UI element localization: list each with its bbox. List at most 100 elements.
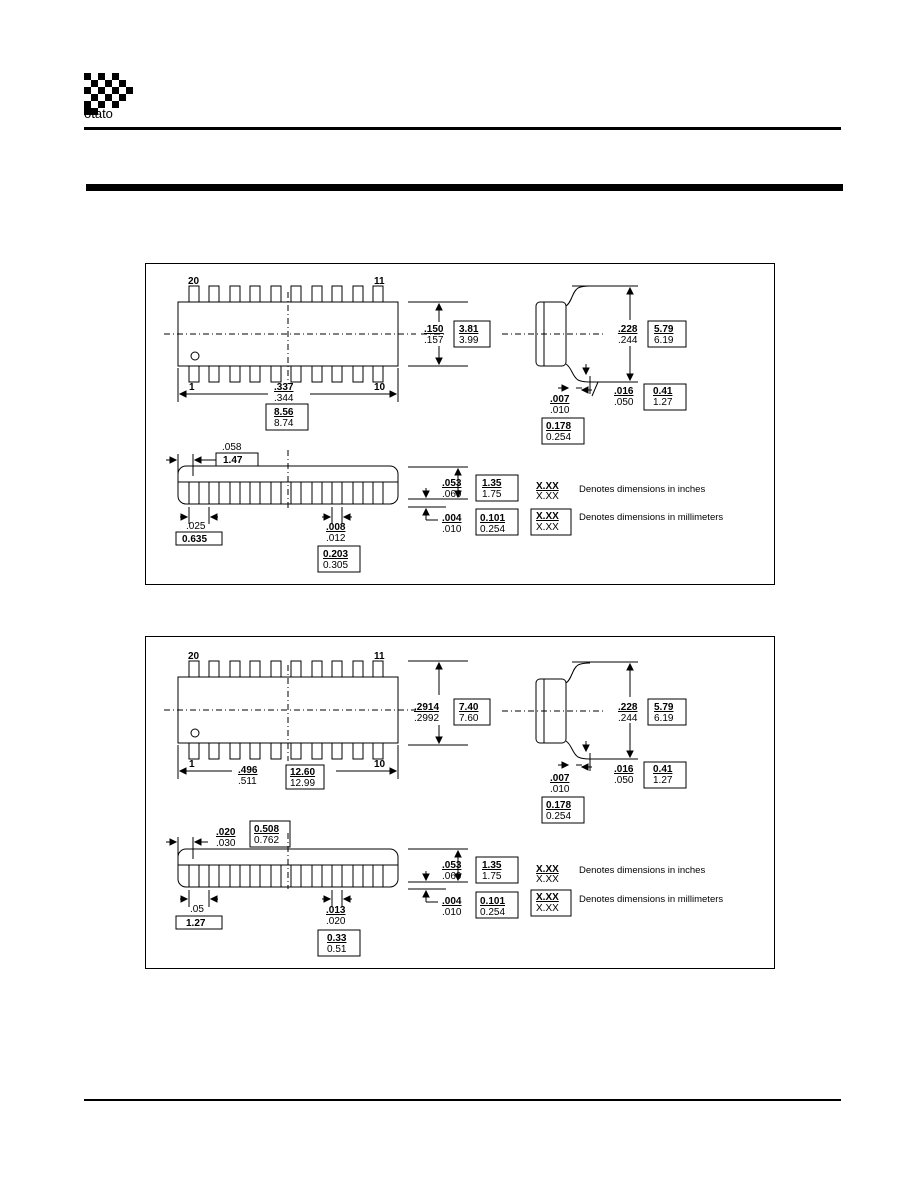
end-mm-min: 0.508 [254,824,279,835]
side-height-in-min: .228 [618,324,638,335]
lead-w-in-max: .012 [326,533,346,544]
pin-11-label: 11 [374,651,385,662]
length-in-max: .344 [274,393,294,404]
legend-inch-bottom: X.XX [536,874,559,885]
front-height-mm-min: 1.35 [482,478,502,489]
lead-thk-mm-min: 0.178 [546,800,571,811]
pin-10-label: 10 [374,382,386,393]
pin-1-label: 1 [189,382,195,393]
lead-w-in-min: .008 [326,522,346,533]
front-height-mm-max: 1.75 [482,489,502,500]
length-in-min: .496 [238,765,258,776]
lead-thk-in-min: .007 [550,773,570,784]
length-mm-min: 8.56 [274,407,294,418]
width-mm-max: 3.99 [459,335,479,346]
lead-w-in-max: .020 [326,916,346,927]
section-rule [86,184,843,191]
package-drawing-2: 20 11 1 10 .496 .511 12.60 12.99 .2914 .… [145,636,775,969]
pitch-mm: 0.635 [182,534,207,545]
legend-mm-text: Denotes dimensions in millimeters [579,894,723,905]
footer-rule [84,1099,841,1101]
lead-w-mm-max: 0.305 [323,560,348,571]
side-height-in-max: .244 [618,335,638,346]
package-1-svg: 20 11 1 10 .337 .344 8.56 8.74 .150 .157… [164,276,723,573]
legend-mm-bottom: X.XX [536,903,559,914]
lead-thk-mm-min: 0.178 [546,421,571,432]
checker-p-logo-icon [84,73,133,115]
side-height-mm-max: 6.19 [654,713,674,724]
side-height-in-max: .244 [618,713,638,724]
lead-len-in-min: .016 [614,386,634,397]
width-mm-min: 7.40 [459,702,479,713]
package-drawing-1: 20 11 1 10 .337 .344 8.56 8.74 .150 .157… [145,263,775,585]
end-in-min: .020 [216,827,236,838]
pin-11-label: 11 [374,276,385,287]
end-mm-max: 0.762 [254,835,279,846]
pin-20-label: 20 [188,651,200,662]
lead-thk-mm-max: 0.254 [546,811,571,822]
lead-w-mm-min: 0.33 [327,933,347,944]
pin-20-label: 20 [188,276,200,287]
pitch-in: .05 [190,904,204,915]
pitch-in: .025 [186,521,206,532]
end-mm: 1.47 [223,455,243,466]
width-in-min: .2914 [414,702,439,713]
lead-thk-in-max: .010 [550,405,570,416]
package-2-svg: 20 11 1 10 .496 .511 12.60 12.99 .2914 .… [164,651,723,957]
end-in: .058 [222,442,242,453]
length-in-max: .511 [238,776,257,787]
width-in-min: .150 [424,324,444,335]
lead-len-mm-min: 0.41 [653,764,673,775]
standoff-mm-min: 0.101 [480,896,505,907]
legend-inch-top: X.XX [536,864,559,875]
side-height-mm-min: 5.79 [654,324,674,335]
pin-10-label: 10 [374,759,386,770]
lead-len-mm-max: 1.27 [653,775,673,786]
length-mm-max: 8.74 [274,418,294,429]
standoff-mm-max: 0.254 [480,907,505,918]
end-in-max: .030 [216,838,236,849]
lead-w-mm-max: 0.51 [327,944,347,955]
side-height-mm-max: 6.19 [654,335,674,346]
standoff-in-max: .010 [442,524,462,535]
width-mm-min: 3.81 [459,324,479,335]
standoff-in-min: .004 [442,513,462,524]
length-in-min: .337 [274,382,294,393]
lead-len-in-max: .050 [614,397,634,408]
lead-len-mm-min: 0.41 [653,386,673,397]
legend-mm-top: X.XX [536,511,559,522]
standoff-in-min: .004 [442,896,462,907]
lead-len-mm-max: 1.27 [653,397,673,408]
standoff-mm-max: 0.254 [480,524,505,535]
logo-text: otato [84,106,113,121]
standoff-in-max: .010 [442,907,462,918]
lead-thk-mm-max: 0.254 [546,432,571,443]
legend-inches-text: Denotes dimensions in inches [579,865,705,876]
length-mm-max: 12.99 [290,778,315,789]
lead-w-in-min: .013 [326,905,346,916]
legend-mm-text: Denotes dimensions in millimeters [579,512,723,523]
front-height-in-min: .053 [442,860,462,871]
front-height-in-max: .069 [442,489,462,500]
width-in-max: .2992 [414,713,439,724]
lead-len-in-max: .050 [614,775,634,786]
front-height-in-max: .069 [442,871,462,882]
side-height-mm-min: 5.79 [654,702,674,713]
front-height-mm-max: 1.75 [482,871,502,882]
legend-inch-top: X.XX [536,481,559,492]
legend-inch-bottom: X.XX [536,491,559,502]
front-height-in-min: .053 [442,478,462,489]
legend-mm-bottom: X.XX [536,522,559,533]
legend-mm-top: X.XX [536,892,559,903]
header-rule [84,127,841,130]
lead-thk-in-min: .007 [550,394,570,405]
legend-inches-text: Denotes dimensions in inches [579,484,705,495]
pitch-mm: 1.27 [186,918,206,929]
width-in-max: .157 [424,335,444,346]
lead-w-mm-min: 0.203 [323,549,348,560]
width-mm-max: 7.60 [459,713,479,724]
lead-len-in-min: .016 [614,764,634,775]
front-height-mm-min: 1.35 [482,860,502,871]
standoff-mm-min: 0.101 [480,513,505,524]
lead-thk-in-max: .010 [550,784,570,795]
